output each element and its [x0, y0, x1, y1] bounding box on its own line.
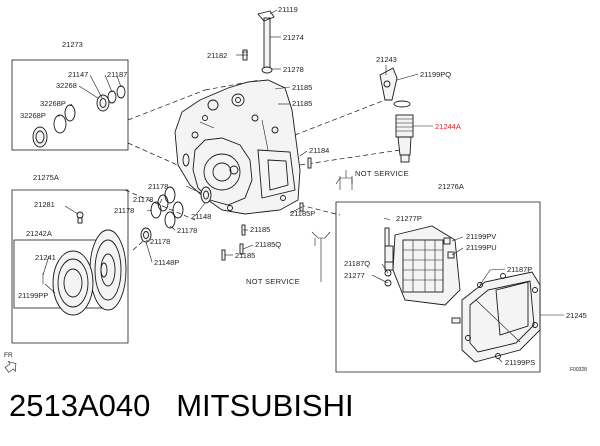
- leader-lines: [42, 9, 564, 363]
- figure-code: F00328: [570, 367, 587, 373]
- label-21243: 21243: [376, 55, 397, 64]
- label-21185p: 21185P: [290, 209, 315, 218]
- part-number-caption: 2513A040 MITSUBISHI: [9, 388, 354, 423]
- label-21274: 21274: [283, 33, 304, 42]
- label-21185q: 21185Q: [255, 240, 281, 249]
- label-21277p: 21277P: [396, 214, 422, 223]
- box-21273: [11, 59, 129, 151]
- label-21199pv: 21199PV: [466, 232, 496, 241]
- label-32268: 32268: [56, 81, 77, 90]
- fr-arrow-icon: [4, 361, 17, 373]
- label-21178-d: 21178: [177, 226, 197, 235]
- transmission-case: [174, 79, 301, 215]
- valve-body-21276a: [384, 225, 461, 306]
- label-21148: 21148: [191, 212, 211, 221]
- label-21147: 21147: [68, 70, 88, 79]
- shaft-21274: [257, 10, 275, 74]
- label-21276a: 21276A: [438, 182, 464, 191]
- fr-label: FR: [4, 352, 13, 359]
- label-21244a: 21244A: [435, 122, 461, 131]
- part-labels: 21119 21274 21182 21278 21185 21185 2127…: [18, 5, 587, 373]
- label-21199pu: 21199PU: [466, 243, 497, 252]
- label-21178-c: 21178: [114, 206, 134, 215]
- label-21187q: 21187Q: [344, 259, 370, 268]
- label-21178-b: 21178: [133, 195, 153, 204]
- label-21273: 21273: [62, 40, 83, 49]
- box-21275a: [11, 189, 129, 344]
- label-21199pp: 21199PP: [18, 291, 48, 300]
- label-32268p-2: 32268P: [20, 111, 46, 120]
- label-21184: 21184: [309, 146, 329, 155]
- pump-21275a: [42, 211, 127, 316]
- label-21199ps: 21199PS: [505, 358, 535, 367]
- seal-rings-21178: [140, 186, 212, 243]
- front-direction-indicator: FR: [4, 352, 17, 373]
- label-21278: 21278: [283, 65, 304, 74]
- oil-pan-21245: [451, 271, 541, 363]
- label-21281: 21281: [34, 200, 55, 209]
- label-21185-b: 21185: [292, 99, 312, 108]
- label-21178-a: 21178: [148, 182, 168, 191]
- label-21185-a: 21185: [292, 83, 312, 92]
- solenoid-21244a: [379, 67, 414, 163]
- label-21277: 21277: [344, 271, 365, 280]
- label-21187p: 21187P: [507, 265, 532, 274]
- label-21185-c: 21185: [250, 225, 270, 234]
- label-21242a: 21242A: [26, 229, 52, 238]
- label-21148p: 21148P: [154, 258, 179, 267]
- label-21178-e: 21178: [150, 237, 170, 246]
- label-21187-a: 21187: [107, 70, 127, 79]
- label-21199pq: 21199PQ: [420, 70, 451, 79]
- label-21182: 21182: [207, 51, 227, 60]
- label-21275a: 21275A: [33, 173, 59, 182]
- not-service-bracket-2: [311, 231, 331, 282]
- label-not-service-1: NOT SERVICE: [355, 169, 409, 178]
- seals-21273: [32, 85, 126, 148]
- label-21245: 21245: [566, 311, 587, 320]
- label-32268p-1: 32268P: [40, 99, 66, 108]
- box-21276a: [335, 201, 541, 373]
- label-21185-d: 21185: [235, 251, 255, 260]
- not-service-bracket-1: [335, 170, 353, 190]
- label-not-service-2: NOT SERVICE: [246, 277, 300, 286]
- label-21241: 21241: [35, 253, 56, 262]
- label-21119: 21119: [278, 5, 298, 14]
